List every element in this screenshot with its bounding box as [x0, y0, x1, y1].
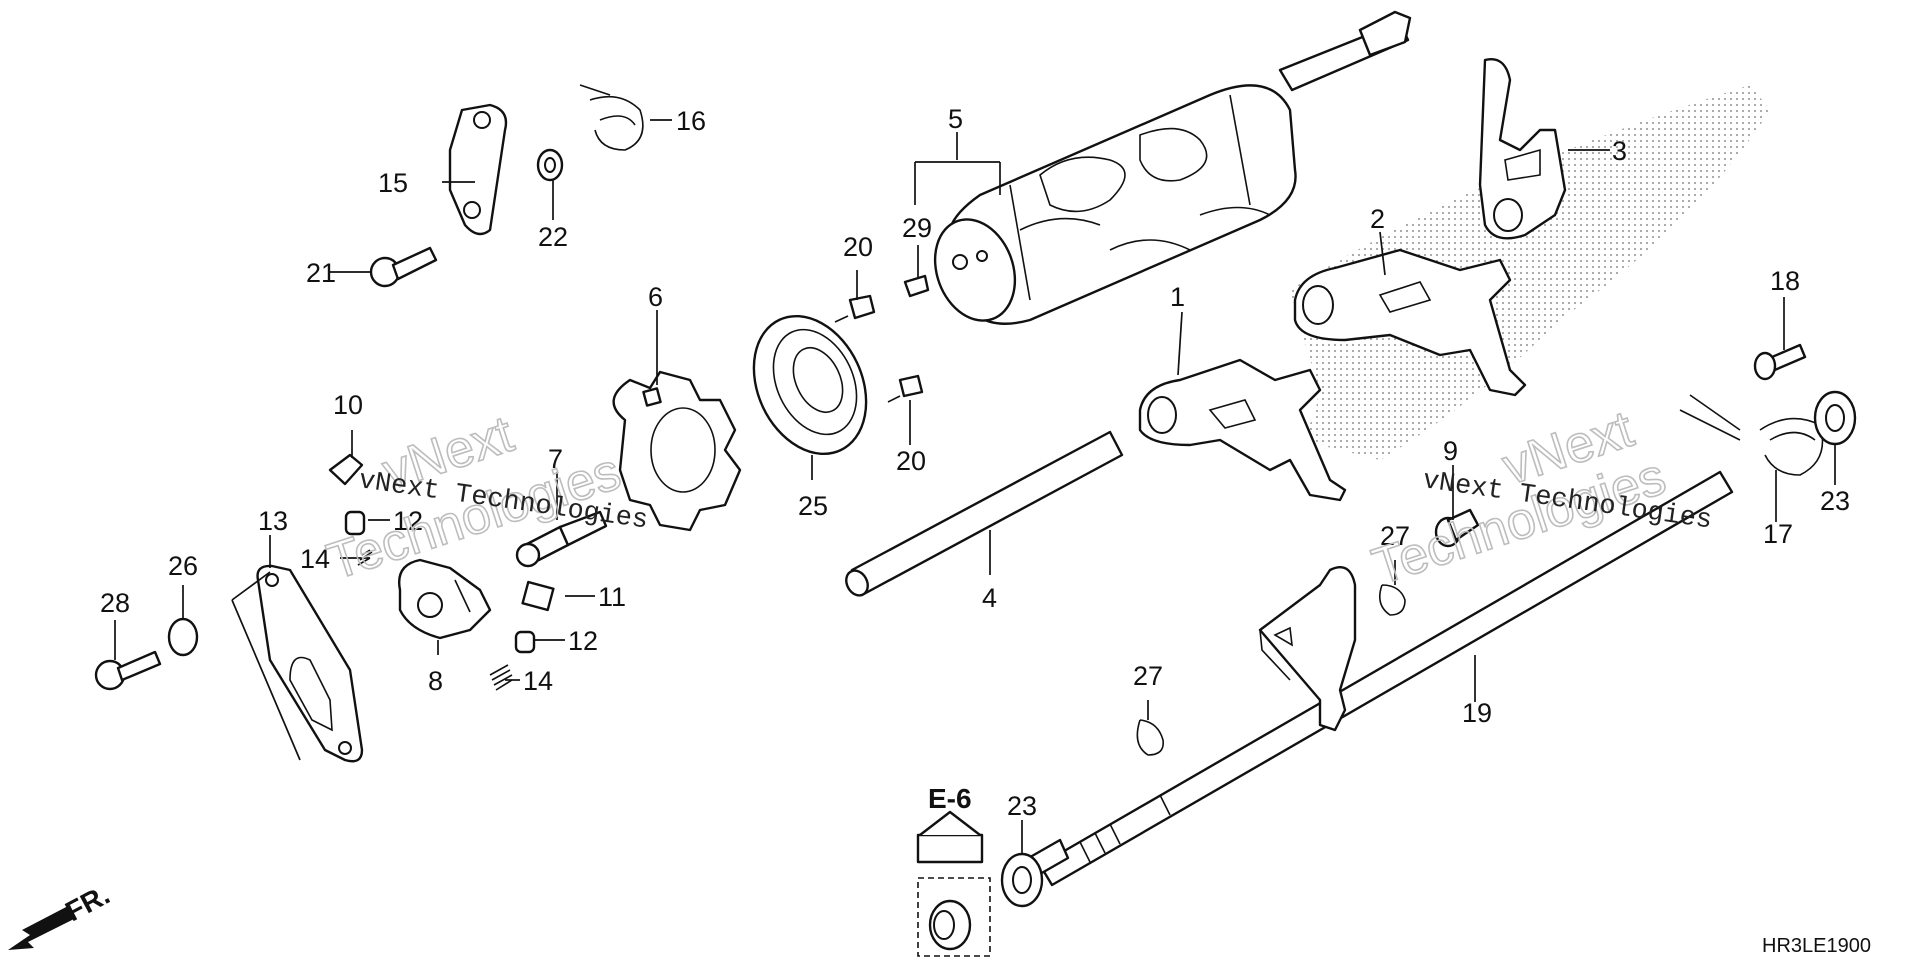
shift-cam — [612, 370, 742, 532]
callout-23-lower[interactable]: 23 — [1007, 791, 1037, 821]
callout-9[interactable]: 9 — [1443, 436, 1458, 466]
callout-15[interactable]: 15 — [378, 168, 408, 198]
callout-28[interactable]: 28 — [100, 588, 130, 618]
callout-23-right[interactable]: 23 — [1820, 486, 1850, 516]
callout-20-upper[interactable]: 20 — [843, 232, 873, 262]
shift-fork-2 — [1293, 248, 1527, 397]
shift-fork-3 — [1478, 58, 1567, 240]
upper-left-parts — [94, 84, 644, 691]
callout-4[interactable]: 4 — [982, 583, 997, 613]
stopper-plate — [398, 558, 492, 640]
callout-1[interactable]: 1 — [1170, 282, 1185, 312]
callout-12-upper[interactable]: 12 — [393, 506, 423, 536]
gearshift-spindle — [1023, 470, 1734, 887]
callout-5[interactable]: 5 — [948, 104, 963, 134]
callout-16[interactable]: 16 — [676, 106, 706, 136]
callout-2[interactable]: 2 — [1370, 204, 1385, 234]
callout-6[interactable]: 6 — [648, 282, 663, 312]
front-direction-arrow: FR. — [8, 879, 115, 950]
small-parts — [328, 453, 555, 691]
gearshift-plate — [256, 564, 364, 763]
callout-20-lower[interactable]: 20 — [896, 446, 926, 476]
callout-29[interactable]: 29 — [902, 213, 932, 243]
callout-14-upper[interactable]: 14 — [300, 544, 330, 574]
callout-27-upper[interactable]: 27 — [1380, 521, 1410, 551]
callout-27-lower[interactable]: 27 — [1133, 661, 1163, 691]
callout-12-lower[interactable]: 12 — [568, 626, 598, 656]
callout-11[interactable]: 11 — [598, 582, 626, 612]
right-small-parts — [1000, 343, 1857, 908]
leader-lines — [114, 119, 1836, 855]
callout-8[interactable]: 8 — [428, 666, 443, 696]
shift-fork-1 — [1138, 358, 1347, 502]
pin-bolt — [515, 510, 608, 568]
callout-18[interactable]: 18 — [1770, 266, 1800, 296]
reference-label: E-6 — [928, 783, 972, 814]
shift-drum — [933, 10, 1412, 325]
callout-7[interactable]: 7 — [548, 444, 563, 474]
callout-25[interactable]: 25 — [798, 491, 828, 521]
callout-10[interactable]: 10 — [333, 390, 363, 420]
callout-13[interactable]: 13 — [258, 506, 288, 536]
callouts: 1 2 3 4 5 6 7 8 9 10 11 12 12 13 14 14 1… — [100, 104, 1850, 821]
reference-e6[interactable]: E-6 — [916, 783, 991, 957]
callout-14-lower[interactable]: 14 — [523, 666, 553, 696]
fork-shaft — [845, 430, 1124, 597]
callout-3[interactable]: 3 — [1612, 136, 1627, 166]
callout-21[interactable]: 21 — [306, 258, 336, 288]
callout-17[interactable]: 17 — [1763, 519, 1793, 549]
callout-22[interactable]: 22 — [538, 222, 568, 252]
callout-26[interactable]: 26 — [168, 551, 198, 581]
bolts-20 — [834, 274, 930, 403]
shading-area — [1290, 85, 1770, 460]
diagram-code: HR3LE1900 — [1762, 935, 1871, 957]
bearing — [752, 314, 868, 456]
callout-19[interactable]: 19 — [1462, 698, 1492, 728]
